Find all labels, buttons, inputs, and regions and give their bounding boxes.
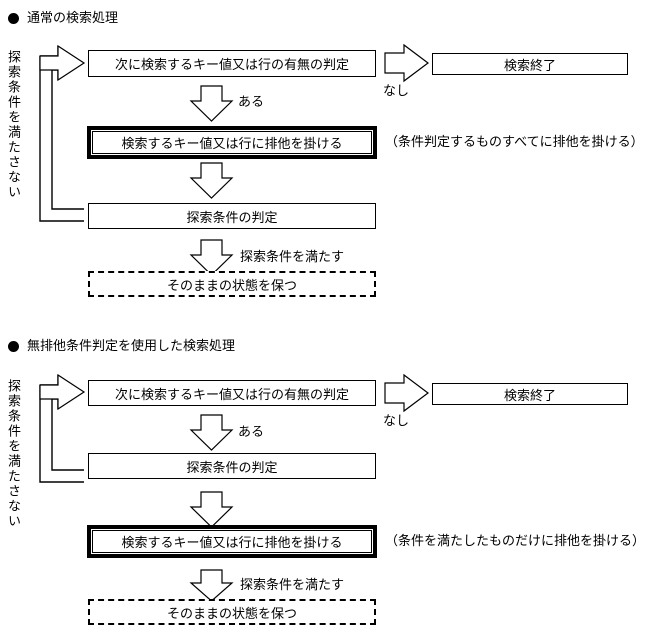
box-exclusive-lock[interactable]: 検索するキー値又は行に排他を掛ける: [87, 126, 377, 159]
down-arrow-1a: [189, 85, 234, 122]
loop-label-2: 探索条件を満たさない: [5, 379, 20, 529]
right-arrow-1: [384, 43, 429, 83]
right-arrow-2: [384, 373, 429, 413]
arrow-label-aru-2: ある: [238, 425, 265, 440]
loop-entry-arrow-1: [39, 44, 86, 82]
down-arrow-1c: [189, 239, 234, 276]
down-arrow-1b: [189, 162, 234, 199]
arrow-label-nashi-1: なし: [383, 84, 410, 99]
note-2: （条件を満たしたものだけに排他を掛ける）: [385, 534, 646, 549]
section-title: 無排他条件判定を使用した検索処理: [27, 339, 236, 354]
box-search-end[interactable]: 検索終了: [432, 53, 628, 75]
feedback-loop-2: [39, 375, 84, 483]
down-arrow-2a: [189, 414, 234, 451]
down-arrow-2b: [189, 491, 234, 528]
section-heading-normal-search: 通常の検索処理: [8, 12, 118, 25]
arrow-label-satisfy-1: 探索条件を満たす: [240, 250, 345, 265]
loop-label-1: 探索条件を満たさない: [5, 50, 20, 200]
box2-condition-judge[interactable]: 探索条件の判定: [88, 453, 376, 479]
box2-keep-state[interactable]: そのままの状態を保つ: [88, 599, 376, 625]
box-keep-state[interactable]: そのままの状態を保つ: [88, 271, 376, 297]
box-condition-judge[interactable]: 探索条件の判定: [88, 203, 376, 229]
down-arrow-2c: [189, 569, 234, 602]
box2-exclusive-lock[interactable]: 検索するキー値又は行に排他を掛ける: [87, 525, 377, 558]
arrow-label-nashi-2: なし: [383, 414, 410, 429]
feedback-loop-1: [39, 46, 84, 222]
arrow-label-satisfy-2: 探索条件を満たす: [240, 578, 345, 593]
box2-next-key-check[interactable]: 次に検索するキー値又は行の有無の判定: [88, 380, 376, 406]
section-title: 通常の検索処理: [27, 11, 119, 26]
arrow-label-aru-1: ある: [238, 95, 265, 110]
note-1: （条件判定するものすべてに排他を掛ける）: [385, 135, 644, 150]
bullet-icon: [8, 13, 19, 24]
bullet-icon: [8, 341, 19, 352]
loop-entry-arrow-2: [39, 373, 86, 411]
box2-search-end[interactable]: 検索終了: [432, 383, 628, 405]
section-heading-no-exclusive: 無排他条件判定を使用した検索処理: [8, 340, 235, 353]
box-next-key-check[interactable]: 次に検索するキー値又は行の有無の判定: [88, 50, 376, 77]
